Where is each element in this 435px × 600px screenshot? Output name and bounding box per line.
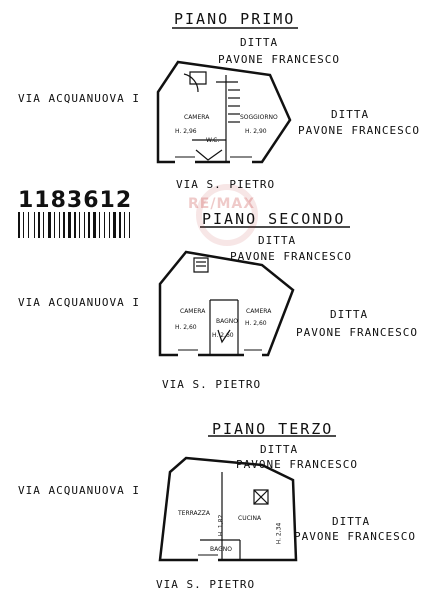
- floor-2-room-bagno: BAGNO: [216, 318, 238, 325]
- floor-1-owner-right-name: PAVONE FRANCESCO: [298, 124, 420, 137]
- floor-1-height-1: H. 2,96: [175, 128, 197, 135]
- barcode-bar: [54, 212, 55, 238]
- floor-2-plan: [158, 250, 295, 357]
- barcode-bar: [34, 212, 35, 238]
- floor-1-owner-top-name: PAVONE FRANCESCO: [218, 53, 340, 66]
- barcode-bar: [119, 212, 121, 238]
- floor-1-room-wc: W.C.: [206, 137, 220, 144]
- floor-2-title: PIANO SECONDO: [202, 210, 346, 228]
- floor-1-room-camera: CAMERA: [184, 114, 210, 121]
- barcode-bar: [63, 212, 65, 238]
- floor-1-owner-top-label: DITTA: [240, 36, 279, 49]
- floor-3-room-cucina: CUCINA: [238, 515, 262, 522]
- floor-3-owner-right-name: PAVONE FRANCESCO: [294, 530, 416, 543]
- floor-1-plan: [156, 60, 292, 164]
- floor-2-street-left: VIA ACQUANUOVA I: [18, 296, 140, 309]
- floor-3-owner-top-label: DITTA: [260, 443, 299, 456]
- barcode-bar: [109, 212, 110, 238]
- floor-1-street-left: VIA ACQUANUOVA I: [18, 92, 140, 105]
- floor-3-room-terrazza: TERRAZZA: [178, 510, 210, 517]
- floor-3-plan: [158, 456, 298, 562]
- floor-3-height-2: H. 2,34: [275, 522, 283, 545]
- barcode-bar: [28, 212, 29, 238]
- barcode-bar: [93, 212, 96, 238]
- floor-2-street-bottom: VIA S. PIETRO: [162, 378, 262, 391]
- barcode-bar: [74, 212, 76, 238]
- floor-1-owner-right-label: DITTA: [331, 108, 370, 121]
- barcode-bar: [18, 212, 20, 238]
- floor-1-room-soggiorno: SOGGIORNO: [240, 114, 278, 121]
- barcode-bar: [68, 212, 71, 238]
- barcode-bar: [79, 212, 80, 238]
- watermark-logo: [196, 184, 258, 246]
- barcode-bar: [88, 212, 90, 238]
- floor-2-height-1: H. 2,60: [175, 324, 197, 331]
- floor-3-street-left: VIA ACQUANUOVA I: [18, 484, 140, 497]
- floor-2-owner-top-label: DITTA: [258, 234, 297, 247]
- floor-2-height-2: H. 2,60: [212, 332, 234, 339]
- floor-2-owner-top-name: PAVONE FRANCESCO: [230, 250, 352, 263]
- reference-number: 1183612: [18, 188, 133, 213]
- barcode-bar: [99, 212, 100, 238]
- floor-3-owner-right-label: DITTA: [332, 515, 371, 528]
- floor-2-room-camera-1: CAMERA: [180, 308, 206, 315]
- floor-2-owner-right-name: PAVONE FRANCESCO: [296, 326, 418, 339]
- floor-3-room-bagno: BAGNO: [210, 546, 232, 553]
- barcode-bar: [38, 212, 40, 238]
- barcode-bar: [48, 212, 51, 238]
- floor-2-room-camera-2: CAMERA: [246, 308, 272, 315]
- floor-3-owner-top-name: PAVONE FRANCESCO: [236, 458, 358, 471]
- barcode-bar: [124, 212, 125, 238]
- floor-2-height-3: H. 2,60: [245, 320, 267, 327]
- barcode-bar: [84, 212, 85, 238]
- barcode: [18, 212, 130, 238]
- floor-3-height-1: H. 1,82: [217, 514, 225, 537]
- barcode-bar: [104, 212, 105, 238]
- floor-1-height-2: H. 2,90: [245, 128, 267, 135]
- barcode-bar: [113, 212, 116, 238]
- watermark-text: RE/MAX: [188, 196, 256, 212]
- floor-3-street-bottom: VIA S. PIETRO: [156, 578, 256, 591]
- floor-1-title: PIANO PRIMO: [174, 10, 296, 28]
- floor-1-street-bottom: VIA S. PIETRO: [176, 178, 276, 191]
- barcode-bar: [59, 212, 60, 238]
- floor-2-owner-right-label: DITTA: [330, 308, 369, 321]
- barcode-bar: [23, 212, 24, 238]
- barcode-bar: [129, 212, 130, 238]
- floor-3-title: PIANO TERZO: [212, 420, 334, 438]
- barcode-bar: [43, 212, 44, 238]
